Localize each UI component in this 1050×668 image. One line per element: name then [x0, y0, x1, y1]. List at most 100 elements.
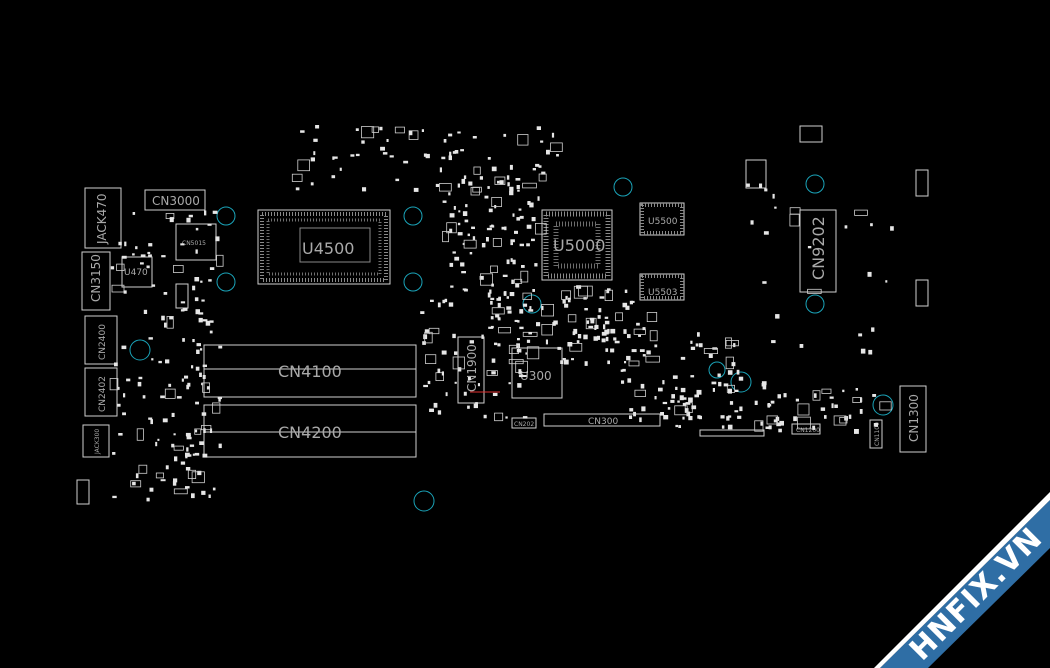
- cn1300-outline: CN1300: [899, 385, 927, 453]
- smd-part: [517, 189, 520, 192]
- smd-part: [775, 314, 780, 319]
- smd-part: [491, 307, 505, 315]
- smd-part: [146, 497, 150, 502]
- smd-part: [498, 326, 512, 334]
- smd-part: [576, 340, 580, 344]
- cn3000-outline: CN3000: [144, 189, 206, 211]
- header-strip-bottom: [699, 429, 765, 437]
- smd-part: [858, 333, 863, 337]
- smd-part: [586, 320, 590, 324]
- smd-part: [208, 494, 211, 498]
- smd-part: [200, 425, 212, 431]
- smd-part: [518, 369, 522, 374]
- smd-part: [773, 419, 778, 423]
- smd-part: [764, 188, 768, 192]
- smd-part: [212, 487, 216, 491]
- smd-part: [491, 358, 496, 363]
- smd-part: [448, 155, 452, 161]
- smd-part: [454, 351, 458, 355]
- smd-part: [583, 334, 588, 340]
- smd-part: [754, 420, 764, 432]
- smd-part: [525, 352, 528, 355]
- smd-part: [202, 319, 208, 322]
- smd-part: [465, 204, 468, 208]
- smd-part: [464, 219, 469, 223]
- smd-part: [696, 389, 702, 395]
- smd-part: [467, 377, 471, 380]
- smd-part: [589, 317, 595, 321]
- smd-part: [677, 400, 680, 403]
- u5503-label: U5503: [648, 288, 678, 298]
- smd-part: [123, 393, 126, 398]
- smd-part: [516, 185, 520, 190]
- smd-part: [807, 288, 822, 294]
- u5000-label: U5000: [553, 236, 605, 255]
- smd-part: [180, 461, 186, 465]
- smd-part: [688, 416, 693, 421]
- smd-part: [469, 340, 474, 344]
- smd-part: [834, 404, 838, 408]
- smd-part: [776, 422, 781, 427]
- smd-part: [729, 401, 734, 405]
- smd-part: [774, 206, 777, 209]
- smd-part: [646, 311, 658, 322]
- smd-part: [180, 243, 185, 246]
- smd-part: [195, 366, 200, 371]
- cn4200-label: CN4200: [278, 423, 342, 442]
- smd-part: [516, 217, 521, 221]
- mounting-hole: [216, 272, 236, 292]
- smd-part: [409, 130, 413, 136]
- smd-part: [458, 210, 461, 213]
- smd-part: [519, 309, 524, 314]
- smd-part: [494, 342, 498, 346]
- smd-part: [188, 214, 193, 218]
- u300-chip: U300: [511, 347, 563, 399]
- smd-part: [297, 159, 310, 172]
- smd-part: [491, 224, 494, 228]
- smd-part: [168, 383, 172, 387]
- smd-part: [109, 378, 119, 391]
- smd-part: [833, 415, 847, 426]
- smd-part: [527, 201, 531, 205]
- smd-part: [708, 353, 713, 358]
- smd-part: [165, 465, 169, 470]
- smd-part: [690, 346, 696, 350]
- smd-part: [569, 342, 583, 352]
- smd-part: [427, 380, 431, 385]
- smd-part: [507, 310, 512, 314]
- smd-part: [195, 227, 199, 231]
- smd-part: [642, 354, 646, 357]
- smd-part: [454, 256, 460, 261]
- smd-part: [467, 405, 470, 409]
- u5000-chip: U5000: [541, 209, 613, 281]
- smd-part: [195, 309, 200, 315]
- smd-part: [423, 153, 427, 157]
- smd-part: [457, 222, 461, 226]
- smd-part: [425, 354, 437, 365]
- smd-part: [186, 384, 190, 390]
- smd-part: [526, 243, 530, 247]
- smd-part: [663, 415, 669, 420]
- smd-part: [506, 296, 509, 299]
- smd-part: [735, 389, 739, 392]
- cn9202-label: CN9202: [809, 216, 828, 280]
- smd-part: [538, 173, 547, 182]
- smd-part: [686, 411, 691, 417]
- smd-part: [510, 239, 515, 243]
- smd-part: [509, 186, 514, 192]
- smd-part: [855, 388, 858, 391]
- smd-part: [491, 166, 497, 172]
- smd-part: [658, 387, 663, 392]
- cn4200-outline: CN4200: [203, 404, 417, 458]
- smd-part: [868, 349, 873, 355]
- smd-part: [486, 370, 498, 376]
- smd-part: [185, 486, 190, 489]
- smd-part: [310, 182, 314, 186]
- smd-part: [514, 230, 518, 234]
- smd-part: [528, 309, 534, 312]
- smd-part: [503, 291, 507, 296]
- smd-part: [203, 428, 206, 433]
- smd-part: [448, 133, 453, 137]
- smd-part: [526, 346, 540, 360]
- smd-part: [444, 298, 448, 303]
